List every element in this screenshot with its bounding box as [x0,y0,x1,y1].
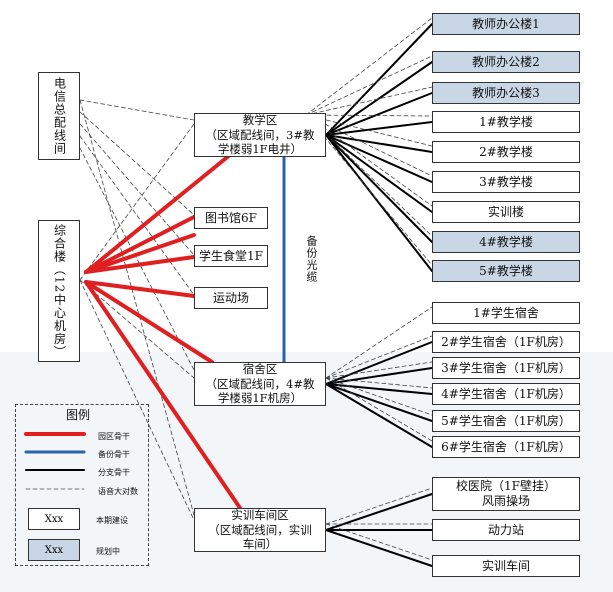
voice-teaching-6 [305,114,433,207]
branch-teaching-0 [325,23,433,136]
voice-teaching-1 [305,55,433,116]
campus-backbone-5 [84,280,214,364]
teaching-leaf-0: 教师办公楼1 [432,13,580,35]
backup-cable-label: 备份光缆 [305,235,318,283]
voice-cable-zonghe-2 [79,279,195,521]
voice-cable-telecom-2 [79,123,195,256]
legend-label-current: 本期建设 [96,516,128,525]
voice-teaching-4 [305,114,433,147]
voice-dorm-4 [325,377,433,416]
branch-teaching-6 [325,134,433,213]
dormitory-zone: 宿舍区 （区域配线间，4#教 学楼弱1F机房） [194,362,326,406]
campus-backbone-4 [84,280,196,298]
voice-teaching-8 [305,114,433,266]
branch-workshop-0 [325,493,433,531]
teaching-leaf-2: 教师办公楼3 [432,82,580,104]
teaching-leaf-8: 5#教学楼 [432,260,580,282]
dorm-leaf-2: 3#学生宿舍（1F机房） [432,357,580,379]
branch-teaching-8 [325,134,433,272]
voice-teaching-0 [305,17,433,116]
branch-teaching-7 [325,134,433,243]
voice-teaching-2 [305,86,433,116]
legend [15,404,149,566]
voice-workshop-0 [325,487,433,525]
branch-dorm-5 [325,383,433,448]
campus-backbone-6 [84,280,242,510]
legend-box-current: Xxx [28,508,80,530]
workshop-zone: 实训车间区 （区域配线间，实训 车间） [194,508,326,552]
teaching-leaf-6: 实训楼 [432,201,580,223]
branch-dorm-4 [325,383,433,422]
branch-teaching-1 [325,61,433,136]
workshop-leaf-2: 实训车间 [432,555,580,577]
telecom-distribution-room: 电信总配线间 [38,72,80,160]
branch-teaching-2 [325,92,433,136]
voice-dorm-5 [325,377,433,442]
voice-cable-telecom-5 [79,99,195,516]
voice-cable-telecom-0 [79,99,195,121]
branch-dorm-3 [325,383,433,395]
branch-workshop-2 [325,529,433,567]
legend-label-planned: 规划中 [96,547,120,556]
voice-cable-zonghe-1 [79,279,195,379]
legend-box-planned: Xxx [28,539,80,561]
comprehensive-building-datacenter: 综合楼（12中心机房） [38,220,80,362]
teaching-leaf-5: 3#教学楼 [432,171,580,193]
workshop-leaf-1: 动力站 [432,519,580,541]
branch-teaching-4 [325,134,433,153]
legend-label-voice: 语音大对数 [98,487,138,496]
teaching-leaf-3: 1#教学楼 [432,111,580,133]
dorm-leaf-3: 4#学生宿舍（1F机房） [432,383,580,405]
branch-teaching-3 [325,121,433,136]
branch-dorm-1 [325,341,433,385]
teaching-leaf-7: 4#教学楼 [432,231,580,253]
voice-dorm-1 [325,335,433,379]
branch-dorm-2 [325,367,433,385]
sports-field-node: 运动场 [194,287,268,309]
voice-dorm-2 [325,361,433,379]
voice-dorm-3 [325,377,433,389]
voice-cable-telecom-3 [79,135,195,296]
dorm-leaf-1: 2#学生宿舍（1F机房） [432,331,580,353]
campus-backbone-2 [84,233,196,274]
library-node: 图书馆6F [194,207,268,229]
legend-label-branch: 分支骨干 [98,468,130,477]
campus-backbone-1 [84,215,196,274]
campus-backbone-0 [84,148,238,274]
workshop-leaf-0: 校医院（1F壁挂） 风雨操场 [432,477,580,511]
legend-title: 图例 [66,408,91,422]
legend-label-backup: 备份骨干 [98,450,130,459]
teaching-zone: 教学区 （区域配线间，3#教 学楼弱1F电井） [194,113,326,157]
legend-label-campus: 园区骨干 [98,432,130,441]
dorm-leaf-5: 6#学生宿舍（1F机房） [432,436,580,458]
teaching-leaf-1: 教师办公楼2 [432,51,580,73]
teaching-leaf-4: 2#教学楼 [432,141,580,163]
voice-cable-zonghe-0 [79,123,195,281]
dorm-leaf-4: 5#学生宿舍（1F机房） [432,410,580,432]
campus-backbone-3 [84,255,196,274]
voice-dorm-0 [325,306,433,379]
canteen-node: 学生食堂1F [194,245,268,267]
voice-workshop-2 [325,523,433,561]
branch-teaching-5 [325,134,433,183]
voice-teaching-5 [305,114,433,177]
dorm-leaf-0: 1#学生宿舍 [432,302,580,324]
voice-teaching-3 [305,114,433,117]
